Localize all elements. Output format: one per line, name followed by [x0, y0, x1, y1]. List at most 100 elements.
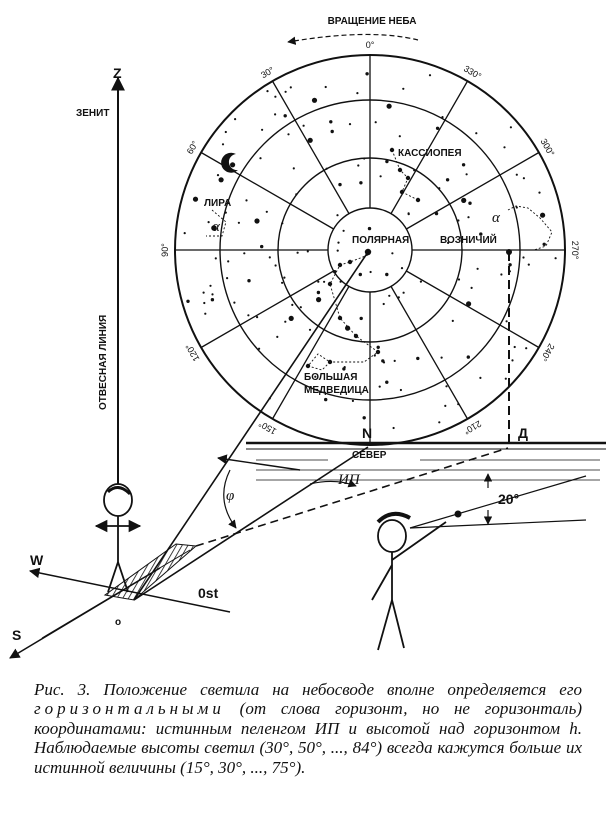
- star: [419, 280, 422, 283]
- star: [211, 293, 214, 296]
- star: [302, 124, 305, 127]
- ip-label: ИП: [337, 472, 361, 488]
- star: [204, 312, 207, 315]
- west-letter: W: [30, 552, 44, 568]
- bright-star: [347, 259, 353, 265]
- altitude-lines: [409, 473, 587, 529]
- star: [343, 366, 346, 369]
- star: [337, 241, 340, 244]
- star: [466, 355, 470, 359]
- hour-circle-line: [271, 286, 350, 420]
- star: [438, 187, 441, 190]
- star: [299, 306, 302, 309]
- star: [503, 146, 506, 149]
- star: [243, 252, 246, 255]
- star: [323, 280, 326, 283]
- star: [356, 92, 359, 95]
- horizon: [246, 441, 606, 481]
- star: [428, 74, 432, 77]
- plumb-line-label: ОТВЕСНАЯ ЛИНИЯ: [98, 315, 109, 410]
- star: [311, 97, 318, 103]
- bright-star: [327, 281, 333, 287]
- star: [266, 90, 269, 93]
- star: [330, 129, 334, 134]
- star: [508, 263, 512, 267]
- star: [292, 167, 295, 170]
- star: [385, 159, 389, 164]
- star: [281, 222, 284, 225]
- star: [245, 199, 248, 202]
- star: [407, 213, 410, 216]
- star: [402, 291, 405, 294]
- star: [527, 263, 530, 266]
- star: [325, 167, 328, 170]
- star: [441, 116, 444, 119]
- constellation-lines: [206, 149, 553, 371]
- star: [479, 376, 482, 379]
- star: [218, 177, 224, 183]
- south-letter: S: [12, 627, 21, 643]
- degree-mark: 60°: [185, 139, 201, 156]
- star: [398, 135, 401, 138]
- sky-diagram: ВРАЩЕНИЕ НЕБА 0°330°300°270°240°210°150°…: [9, 16, 606, 659]
- caption-part-1: Рис. 3. Положение светила на небосводе в…: [34, 680, 582, 699]
- star: [522, 177, 526, 180]
- star: [259, 157, 262, 160]
- north-label: СЕВЕР: [352, 450, 387, 461]
- star: [434, 211, 439, 216]
- star: [465, 173, 468, 176]
- star: [416, 356, 420, 361]
- star: [339, 280, 342, 283]
- star: [397, 296, 400, 299]
- star: [336, 249, 339, 252]
- degree-mark: 0°: [366, 40, 375, 50]
- star: [295, 193, 298, 196]
- bright-star: [211, 225, 217, 231]
- star: [363, 157, 366, 160]
- sky-rotation-label: ВРАЩЕНИЕ НЕБА: [328, 16, 417, 27]
- star: [308, 328, 312, 331]
- star: [447, 241, 450, 244]
- star: [260, 244, 264, 249]
- star: [382, 302, 385, 306]
- star: [258, 347, 261, 350]
- star: [515, 206, 518, 209]
- altitude-20-label: 20°: [498, 491, 519, 507]
- star: [511, 359, 514, 362]
- star: [357, 164, 360, 167]
- star: [261, 128, 264, 131]
- star: [470, 286, 473, 289]
- hour-circle-line: [271, 80, 350, 214]
- star: [284, 320, 287, 323]
- star: [256, 316, 259, 319]
- auriga-label: ВОЗНИЧИЙ: [440, 233, 497, 246]
- star: [386, 103, 392, 109]
- star: [392, 426, 395, 430]
- star: [451, 319, 454, 322]
- ground-axes: [9, 549, 231, 659]
- star: [224, 130, 227, 134]
- star: [393, 359, 396, 362]
- star: [274, 113, 277, 116]
- star: [359, 181, 363, 185]
- celestial-sphere: [174, 54, 566, 446]
- star: [265, 210, 268, 213]
- star: [183, 232, 186, 235]
- star: [376, 345, 380, 349]
- star: [283, 276, 286, 279]
- star: [445, 178, 450, 182]
- phi-label: φ: [226, 488, 234, 504]
- star: [281, 281, 284, 284]
- star: [247, 279, 251, 283]
- star: [317, 280, 320, 283]
- polaris-label: ПОЛЯРНАЯ: [352, 235, 409, 246]
- hour-circle-line: [406, 151, 540, 230]
- star: [214, 257, 217, 260]
- star: [351, 399, 354, 402]
- star: [509, 126, 512, 129]
- star: [479, 232, 483, 236]
- star: [274, 95, 277, 98]
- star: [388, 294, 391, 297]
- star: [522, 256, 525, 259]
- star: [338, 182, 342, 187]
